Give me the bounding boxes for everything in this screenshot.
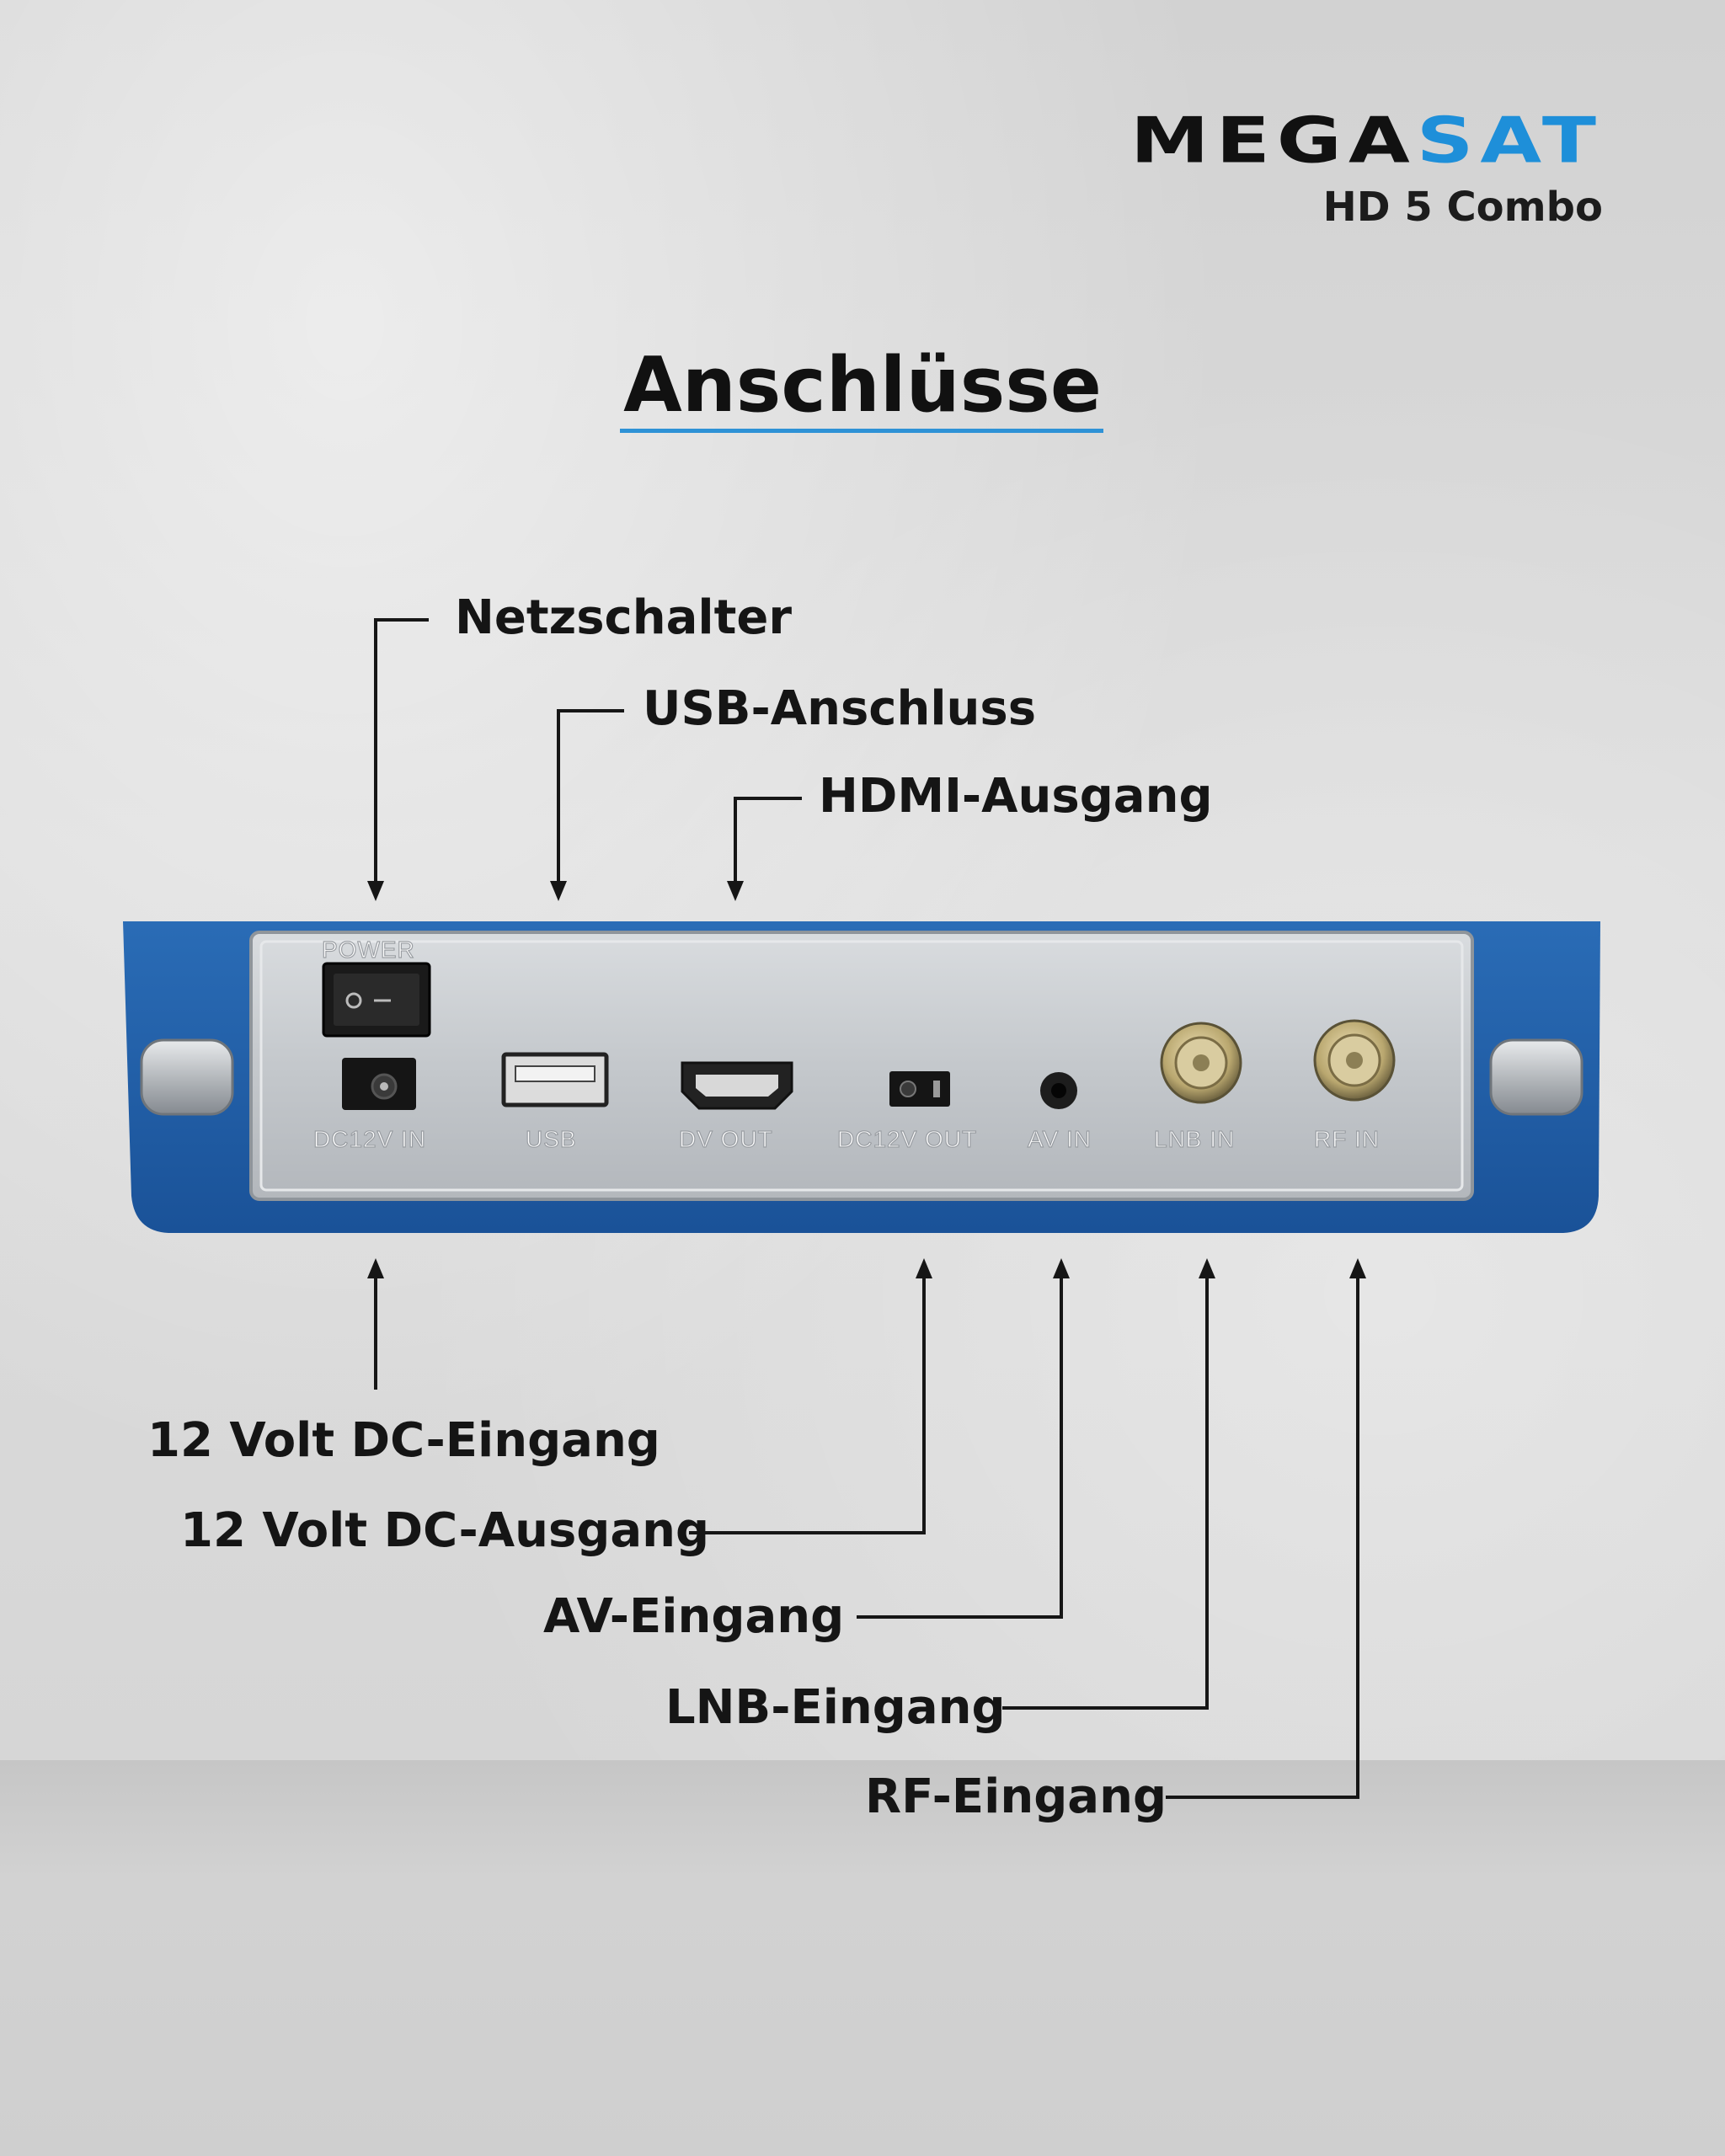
power-off-symbol [345,992,362,1009]
port-label-dv-out: DV OUT [679,1126,773,1152]
leader-usb [557,709,624,889]
brand-name-part1: MEGA [1130,104,1417,178]
power-switch-label: POWER [322,937,415,963]
floor-background [0,1760,1725,2156]
av-in-hole [1051,1083,1066,1098]
port-label-lnb-in: LNB IN [1154,1126,1235,1152]
port-label-av-in: AV IN [1028,1126,1092,1152]
brand-logo: MEGASAT [1130,109,1603,173]
dc12v-in-center [380,1082,388,1091]
arrowhead-netzschalter [367,881,384,901]
dc12v-out-slot [933,1081,940,1097]
callout-hdmi-ausgang: HDMI-Ausgang [819,769,1213,824]
arrowhead-usb [550,881,567,901]
arrowhead-lnb [1199,1258,1215,1278]
receiver-device: POWER DC12V IN USB DV OUT [123,921,1600,1233]
leader-dc-out [689,1270,926,1534]
callout-netzschalter: Netzschalter [455,590,792,645]
callout-usb-anschluss: USB-Anschluss [643,681,1037,736]
leader-rf [1166,1270,1359,1799]
arrowhead-av-in [1053,1258,1070,1278]
leader-netzschalter [374,618,429,889]
callout-arrowheads [367,881,1366,1278]
arrowhead-rf [1349,1258,1366,1278]
port-label-dc12v-out: DC12V OUT [837,1126,977,1152]
port-label-dc12v-in: DC12V IN [313,1126,426,1152]
right-hinge [1489,1038,1583,1116]
arrowhead-dc-out [916,1258,932,1278]
title-underline [620,429,1103,433]
rf-in-center [1346,1052,1363,1069]
leader-lnb [1002,1270,1209,1710]
port-label-rf-in: RF IN [1314,1126,1380,1152]
lnb-in-center [1193,1054,1210,1071]
callout-lines [374,618,1359,1799]
brand-name-part2: SAT [1416,104,1603,178]
dc12v-out-pin [900,1081,916,1097]
device-rear-panel [249,931,1474,1201]
arrowhead-hdmi [727,881,744,901]
dc12v-out-port [889,1071,950,1107]
left-hinge [140,1038,234,1116]
port-label-usb: USB [526,1126,577,1152]
callout-dc-eingang: 12 Volt DC-Eingang [147,1413,660,1468]
device-panel-rim [259,940,1464,1192]
page-title: Anschlüsse [623,341,1102,430]
brand-block: MEGASAT HD 5 Combo [1130,109,1603,231]
hdmi-port-inner [696,1075,778,1097]
callout-lnb-eingang: LNB-Eingang [665,1680,1006,1735]
brand-model: HD 5 Combo [1322,184,1603,231]
callout-rf-eingang: RF-Eingang [865,1769,1167,1824]
leader-hdmi [734,797,802,889]
usb-port-tongue [515,1065,595,1082]
leader-av-in [857,1270,1063,1619]
arrowhead-dc-in [367,1258,384,1278]
callout-dc-ausgang: 12 Volt DC-Ausgang [180,1503,710,1558]
callout-av-eingang: AV-Eingang [543,1589,845,1644]
